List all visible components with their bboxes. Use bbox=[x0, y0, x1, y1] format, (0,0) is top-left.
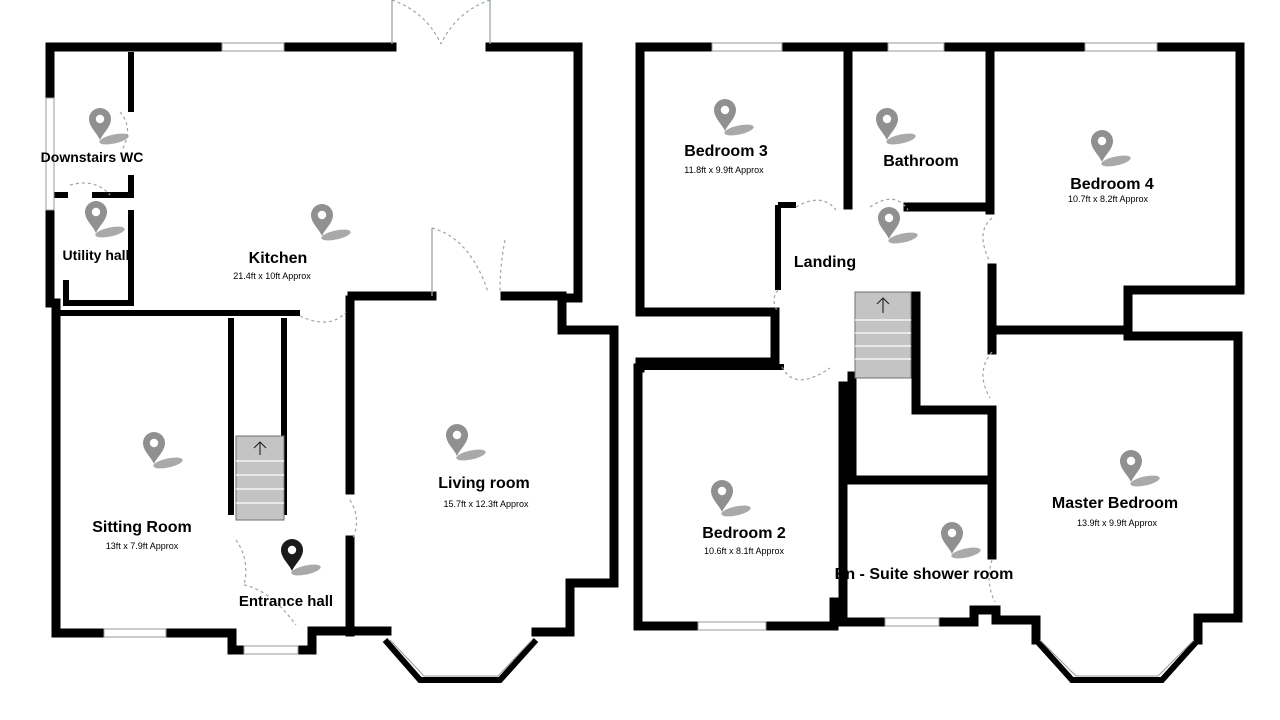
ground-outer-wall-left bbox=[45, 205, 249, 655]
patio-door-arc bbox=[391, 0, 491, 45]
bed4-wall bbox=[987, 263, 1133, 335]
location-pin-icon[interactable] bbox=[1120, 450, 1161, 489]
stair-up-arrow-icon bbox=[253, 441, 267, 455]
location-pin-icon[interactable] bbox=[1091, 130, 1132, 169]
location-pin-icon[interactable] bbox=[941, 522, 982, 561]
stair-box-wall bbox=[847, 291, 997, 485]
wc-partition-2 bbox=[92, 175, 134, 198]
sitting-room-window bbox=[103, 628, 167, 638]
ground-outer-wall bbox=[45, 42, 397, 103]
ground-staircase bbox=[235, 435, 285, 521]
room-dims-sitting-room: 13ft x 7.9ft Approx bbox=[106, 541, 179, 551]
room-name-bedroom-2: Bedroom 2 bbox=[702, 525, 786, 542]
ensuite-window bbox=[884, 617, 940, 627]
front-door-gap bbox=[243, 645, 299, 655]
master-bay-glass bbox=[1039, 639, 1195, 677]
room-dims-kitchen: 21.4ft x 10ft Approx bbox=[233, 271, 311, 281]
utility-partition bbox=[63, 210, 134, 306]
bed3-bottom-wall bbox=[635, 307, 780, 373]
first-outer-wall bbox=[635, 42, 1245, 335]
location-pin-icon[interactable] bbox=[85, 201, 126, 240]
room-name-downstairs-wc: Downstairs WC bbox=[41, 149, 144, 165]
bed4-window bbox=[1084, 42, 1158, 52]
room-name-utility-hall: Utility hall bbox=[63, 247, 130, 263]
location-pin-icon[interactable] bbox=[876, 108, 917, 147]
hall-door-arc bbox=[349, 499, 358, 541]
room-labels: Downstairs WC Utility hall Kitchen 21.4f… bbox=[41, 143, 1178, 610]
selected-pin bbox=[281, 539, 322, 578]
first-floor-plan bbox=[633, 42, 1245, 683]
landing-door-arc bbox=[773, 289, 779, 313]
location-pin-icon[interactable] bbox=[878, 207, 919, 246]
room-name-bedroom-4: Bedroom 4 bbox=[1070, 176, 1154, 193]
sitting-door-arc bbox=[235, 539, 247, 586]
bath-window bbox=[887, 42, 945, 52]
room-name-landing: Landing bbox=[794, 254, 856, 271]
room-name-kitchen: Kitchen bbox=[249, 250, 308, 267]
location-pin-icon[interactable] bbox=[89, 108, 130, 147]
location-pin-icon[interactable] bbox=[311, 204, 352, 243]
location-pin-icon[interactable] bbox=[446, 424, 487, 463]
room-name-master-bedroom: Master Bedroom bbox=[1052, 495, 1178, 512]
bed3-window bbox=[711, 42, 783, 52]
kitchen-window bbox=[221, 42, 285, 52]
room-name-entrance-hall: Entrance hall bbox=[239, 593, 333, 610]
master-bay bbox=[1033, 637, 1201, 683]
living-bay-glass bbox=[389, 639, 533, 677]
ground-outer-wall-bottom bbox=[293, 626, 392, 655]
ground-floor-plan bbox=[45, 0, 619, 683]
wc-window bbox=[45, 97, 55, 211]
location-pin-icon[interactable] bbox=[143, 432, 184, 471]
room-name-living-room: Living room bbox=[438, 475, 530, 492]
bed2-door-arc bbox=[781, 366, 831, 381]
location-pin-icon-selected[interactable] bbox=[281, 539, 322, 578]
master-door-arc bbox=[982, 351, 993, 399]
room-name-bedroom-3: Bedroom 3 bbox=[684, 143, 768, 160]
kitchen-door-arc bbox=[299, 311, 347, 323]
bed2-window bbox=[697, 621, 767, 631]
room-dims-living-room: 15.7ft x 12.3ft Approx bbox=[443, 499, 529, 509]
room-dims-bedroom-4: 10.7ft x 8.2ft Approx bbox=[1068, 194, 1149, 204]
room-name-sitting-room: Sitting Room bbox=[92, 519, 192, 536]
room-name-bathroom: Bathroom bbox=[883, 153, 959, 170]
bed4-door-arc bbox=[982, 217, 993, 263]
room-dims-bedroom-3: 11.8ft x 9.9ft Approx bbox=[684, 165, 764, 175]
location-pin-icon[interactable] bbox=[714, 99, 755, 138]
first-staircase bbox=[854, 291, 912, 379]
first-outer-wall-right bbox=[1123, 331, 1243, 645]
bed3-door-arc bbox=[795, 199, 837, 211]
room-name-en-suite: En - Suite shower room bbox=[835, 566, 1014, 583]
ground-outer-wall-right bbox=[485, 42, 619, 637]
room-dims-bedroom-2: 10.6ft x 8.1ft Approx bbox=[704, 546, 785, 556]
room-dims-master-bedroom: 13.9ft x 9.9ft Approx bbox=[1077, 518, 1158, 528]
living-bay bbox=[382, 637, 539, 683]
living-door-arc bbox=[431, 227, 506, 293]
location-pin-icon[interactable] bbox=[711, 480, 752, 519]
stair-up-arrow-icon-first bbox=[876, 297, 890, 313]
wc-door-arc bbox=[119, 111, 129, 151]
